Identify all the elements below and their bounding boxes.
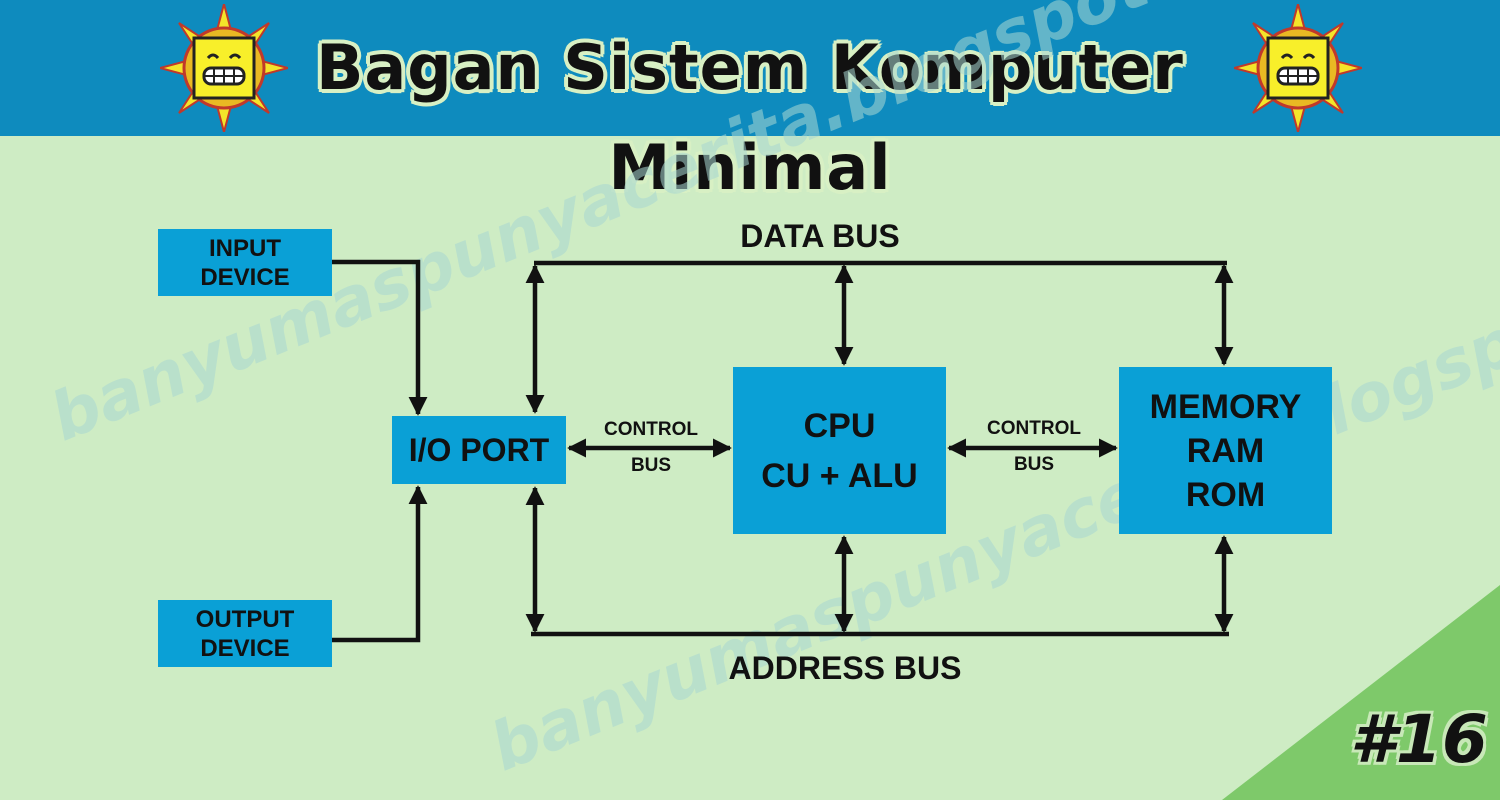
- io-port-box: I/O PORT: [392, 416, 566, 484]
- control-bus-left-label: CONTROL BUS: [596, 412, 706, 484]
- ram-label: RAM: [1186, 431, 1265, 470]
- io-port-label: I/O PORT: [408, 431, 550, 468]
- input-device-label: DEVICE: [200, 263, 290, 291]
- output-device-label: DEVICE: [200, 634, 290, 662]
- cpu-box: CPU CU + ALU: [733, 367, 946, 534]
- page-title: Bagan Sistem Komputer Minimal: [316, 31, 1184, 204]
- output-to-io-arrow: [332, 485, 428, 643]
- control-bus-text: CONTROL: [604, 419, 698, 440]
- address-bus-label: ADDRESS BUS: [728, 650, 962, 686]
- cpu-label: CPU: [803, 406, 876, 445]
- data-bus-label: DATA BUS: [740, 218, 900, 254]
- control-bus-right-label: CONTROL BUS: [979, 411, 1089, 483]
- control-bus-text: BUS: [1013, 454, 1055, 475]
- episode-number: #16: [1350, 701, 1488, 778]
- rom-label: ROM: [1185, 475, 1266, 514]
- memory-label: MEMORY: [1149, 387, 1302, 426]
- input-device-label: INPUT: [208, 234, 281, 262]
- sun-face-icon: [1234, 4, 1362, 132]
- memory-box: MEMORY RAM ROM: [1119, 367, 1332, 534]
- control-bus-text: CONTROL: [987, 418, 1081, 439]
- sun-face-icon: [160, 4, 288, 132]
- cpu-sub-label: CU + ALU: [761, 456, 918, 495]
- input-to-io-arrow: [332, 259, 428, 416]
- output-device-label: OUTPUT: [195, 605, 295, 633]
- control-bus-text: BUS: [630, 455, 672, 476]
- input-device-box: INPUT DEVICE: [158, 229, 332, 296]
- output-device-box: OUTPUT DEVICE: [158, 600, 332, 667]
